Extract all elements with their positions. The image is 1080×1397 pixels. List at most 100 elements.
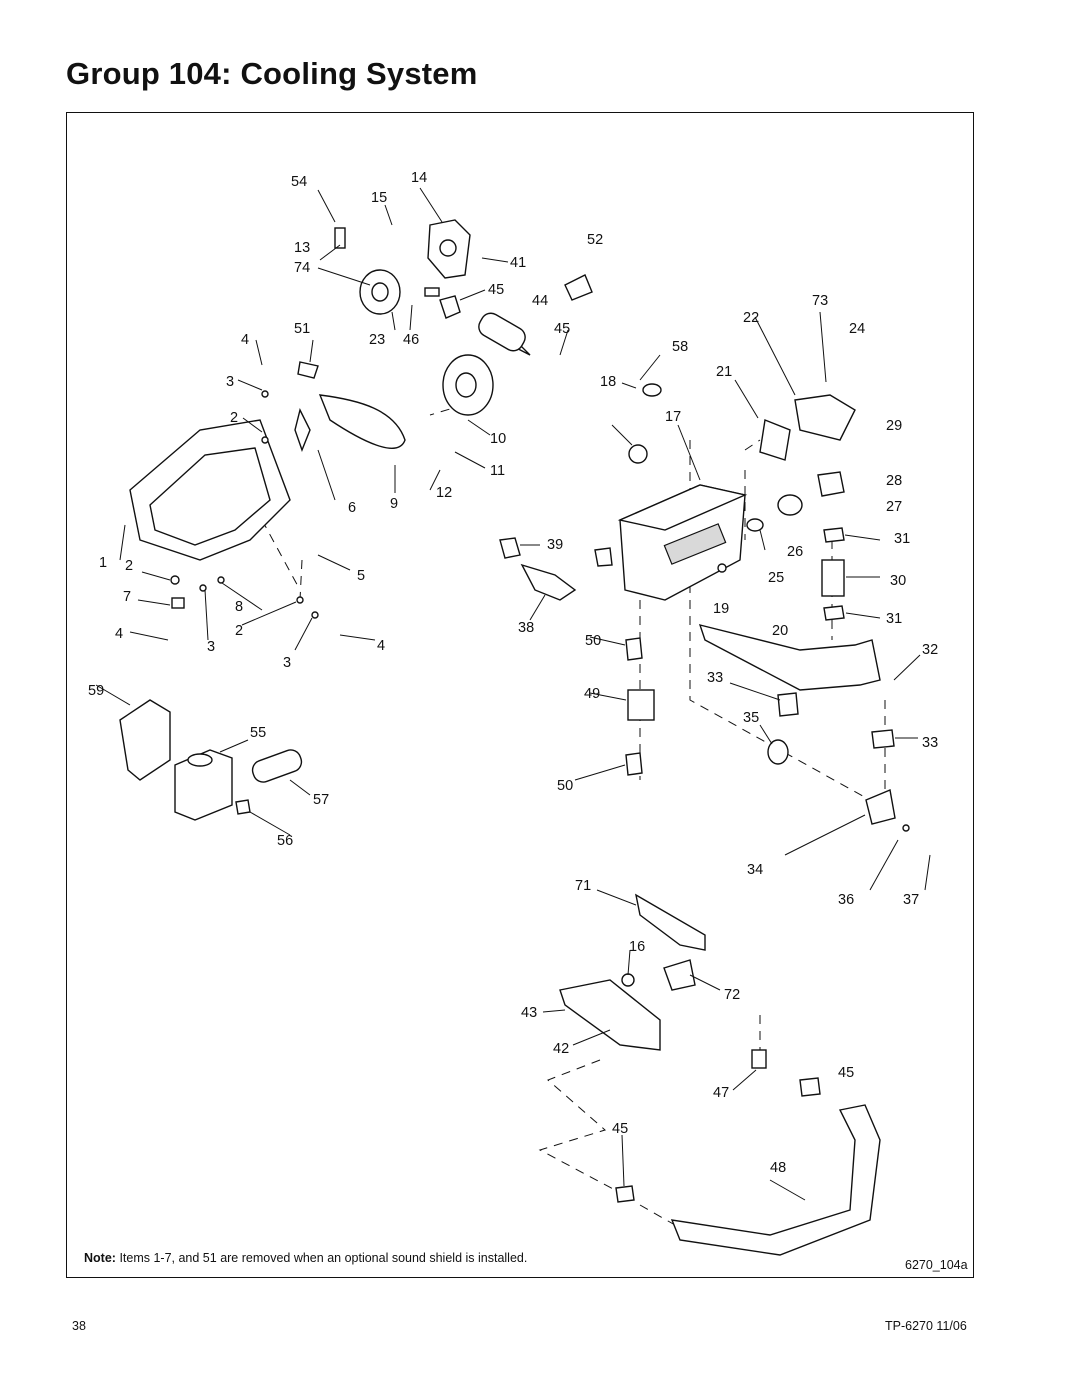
fitting-part — [621, 973, 635, 987]
hose-part — [627, 689, 655, 721]
hose-clamp-part — [235, 799, 251, 815]
clip-part — [564, 274, 593, 301]
belt-guard-assembly — [129, 390, 319, 619]
recovery-tank-part — [174, 749, 233, 821]
overflow-hose-part — [251, 749, 303, 783]
callout-label: 3 — [226, 374, 234, 390]
callout-label: 25 — [768, 570, 784, 586]
callout-label: 28 — [886, 473, 902, 489]
elbow-hose-part — [520, 563, 577, 601]
belt-guard-bracket-part — [294, 407, 311, 452]
formed-hose-part — [698, 624, 881, 691]
fitting-part — [424, 287, 440, 297]
washer-part — [296, 596, 304, 604]
washer-part — [199, 584, 207, 592]
callout-label: 54 — [291, 174, 307, 190]
callout-label: 73 — [812, 293, 828, 309]
pump-plate-part — [663, 523, 727, 565]
hose-clamp-part — [799, 1077, 821, 1097]
callout-label: 33 — [922, 735, 938, 751]
callout-label: 33 — [707, 670, 723, 686]
note-label: Note: — [84, 1251, 116, 1265]
hose-part — [478, 312, 526, 352]
assembly-dashed-lines — [261, 399, 886, 1226]
thermostat-housing-part — [794, 394, 856, 441]
callout-label: 34 — [747, 862, 763, 878]
callout-label: 9 — [390, 496, 398, 512]
callout-label: 52 — [587, 232, 603, 248]
tank-cap-part — [187, 753, 213, 767]
callout-label: 20 — [772, 623, 788, 639]
radiator-hose-assembly — [625, 527, 910, 832]
callout-label: 2 — [230, 410, 238, 426]
seal-part — [746, 518, 764, 532]
callout-label: 50 — [585, 633, 601, 649]
callout-label: 6 — [348, 500, 356, 516]
callout-label: 51 — [294, 321, 310, 337]
page-title: Group 104: Cooling System — [66, 56, 478, 91]
callout-label: 22 — [743, 310, 759, 326]
page-number: 38 — [72, 1319, 86, 1333]
hose-clamp-part — [594, 547, 613, 567]
callout-label: 15 — [371, 190, 387, 206]
elbow-fitting-part — [334, 227, 346, 249]
hose-part — [821, 559, 845, 597]
hose-clamp-part — [499, 537, 521, 559]
callout-label: 26 — [787, 544, 803, 560]
callout-label: 58 — [672, 339, 688, 355]
callout-label: 48 — [770, 1160, 786, 1176]
coolant-recovery-assembly — [119, 699, 303, 821]
callout-label: 74 — [294, 260, 310, 276]
callout-label: 45 — [554, 321, 570, 337]
gasket-part — [777, 494, 803, 516]
callout-label: 16 — [629, 939, 645, 955]
callout-label: 47 — [713, 1085, 729, 1101]
outlet-fitting-part — [817, 471, 845, 497]
callout-label: 7 — [123, 589, 131, 605]
callout-label: 44 — [532, 293, 548, 309]
hose-clamp-part — [625, 752, 643, 776]
water-pump-housing — [499, 383, 856, 601]
callout-label: 12 — [436, 485, 452, 501]
figure-frame — [66, 112, 974, 1278]
callout-label: 19 — [713, 601, 729, 617]
mounting-bracket-part — [635, 893, 706, 951]
callout-label: 31 — [894, 531, 910, 547]
tank-bracket-part — [119, 699, 171, 781]
callout-label: 27 — [886, 499, 902, 515]
callout-labels: 54 14 15 52 13 41 74 45 44 73 22 24 51 4… — [88, 170, 938, 1176]
washer-part — [217, 576, 225, 584]
gasket-plate-part — [759, 419, 791, 461]
hose-clamp-part — [777, 692, 799, 717]
callout-label: 31 — [886, 611, 902, 627]
callout-label: 4 — [241, 332, 249, 348]
lower-hose-assembly — [559, 893, 881, 1256]
callout-label: 18 — [600, 374, 616, 390]
callout-label: 14 — [411, 170, 427, 186]
callout-label: 3 — [207, 639, 215, 655]
hose-clamp-part — [439, 295, 461, 319]
figure-id: 6270_104a — [905, 1258, 968, 1272]
formed-lower-hose-part — [670, 1104, 881, 1256]
callout-label: 49 — [584, 686, 600, 702]
callout-label: 3 — [283, 655, 291, 671]
hose-clamp-part — [871, 729, 895, 749]
elbow-fitting-part — [751, 1049, 767, 1069]
callout-label: 39 — [547, 537, 563, 553]
callout-label: 21 — [716, 364, 732, 380]
callout-label: 5 — [357, 568, 365, 584]
elbow-fitting-part — [865, 789, 896, 825]
callout-label: 59 — [88, 683, 104, 699]
washer-part — [311, 611, 319, 619]
hose-clamp-part — [625, 637, 643, 661]
figure-note: Note: Items 1-7, and 51 are removed when… — [84, 1251, 527, 1265]
callout-label: 36 — [838, 892, 854, 908]
callout-label: 46 — [403, 332, 419, 348]
callout-label: 8 — [235, 599, 243, 615]
callout-label: 30 — [890, 573, 906, 589]
clamp-part — [297, 361, 319, 379]
nut-part — [170, 575, 180, 585]
callout-label: 4 — [377, 638, 385, 654]
water-pump-pulley-hub — [455, 372, 477, 398]
callout-label: 24 — [849, 321, 865, 337]
